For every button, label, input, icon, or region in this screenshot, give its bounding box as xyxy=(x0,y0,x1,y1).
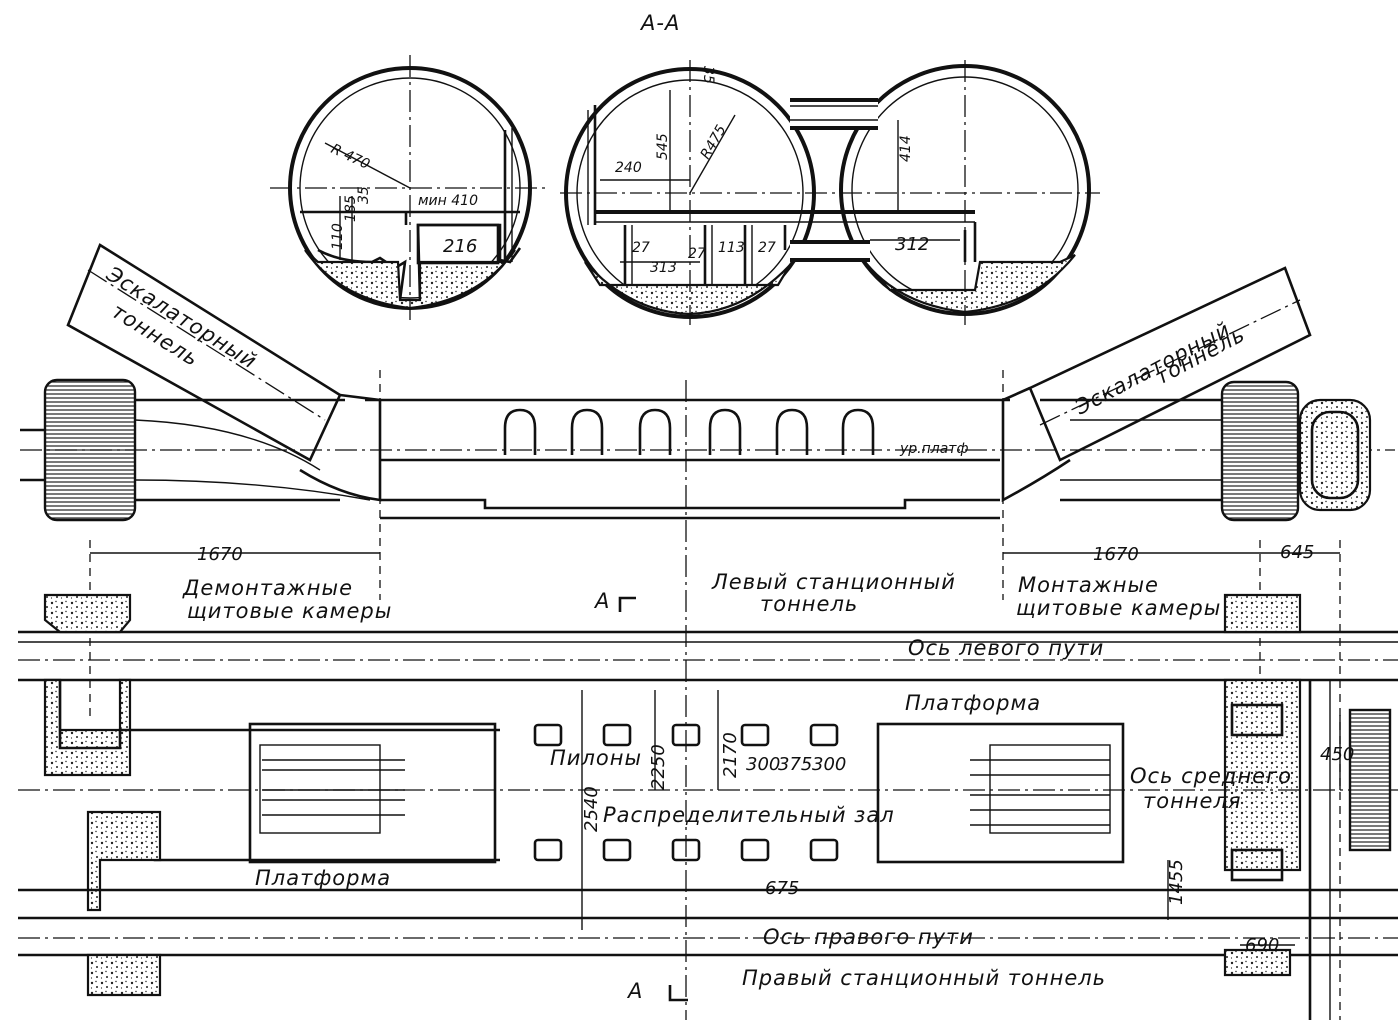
dim-375: 375 xyxy=(778,754,812,775)
platform-bottom: Платформа xyxy=(255,866,391,890)
left-tunnel-1: Левый станционный xyxy=(711,570,956,594)
section-title: А-А xyxy=(639,11,680,35)
dim-35b: 35 xyxy=(700,66,716,84)
dim-300a: 300 xyxy=(746,754,780,775)
pylons-label: Пилоны xyxy=(550,746,642,770)
dim-27b: 27 xyxy=(688,246,706,262)
section-marker-top: А xyxy=(593,589,610,613)
dim-27a: 27 xyxy=(632,240,650,256)
dim-113: 113 xyxy=(718,240,745,256)
plan-view: Левый станционный тоннель Демонтажные щи… xyxy=(18,570,1398,1020)
left-tunnel-2: тоннель xyxy=(760,592,858,616)
dim-27c: 27 xyxy=(758,240,776,256)
middle-axis-2: тоннеля xyxy=(1143,789,1242,813)
dim-min: мин 410 xyxy=(418,193,478,209)
arch-openings xyxy=(503,408,875,455)
dim-690: 690 xyxy=(1245,935,1279,956)
dim-2250: 2250 xyxy=(648,744,669,790)
dim-675: 675 xyxy=(765,878,799,899)
right-track-axis: Ось правого пути xyxy=(763,925,974,949)
center-tunnel-section xyxy=(560,60,1100,325)
pylons xyxy=(533,723,839,862)
dim-2540: 2540 xyxy=(581,786,602,832)
dismantling-2: щитовые камеры xyxy=(187,599,392,623)
dim-216: 216 xyxy=(443,236,477,257)
dim-1670-right: 1670 xyxy=(1093,544,1139,565)
dim-312: 312 xyxy=(895,234,929,255)
dim-645: 645 xyxy=(1280,542,1314,563)
dim-r-left: R 470 xyxy=(328,141,372,173)
dim-1455: 1455 xyxy=(1166,859,1187,905)
dim-r-center: R475 xyxy=(698,122,730,162)
dim-545: 545 xyxy=(655,133,671,160)
section-a-a: А-А R 470 110 185 35 мин 410 216 35 545 … xyxy=(270,11,1100,325)
dim-2170: 2170 xyxy=(720,732,741,778)
right-tunnel: Правый станционный тоннель xyxy=(742,966,1106,990)
distribution-hall: Распределительный зал xyxy=(603,803,895,827)
platform-top: Платформа xyxy=(905,691,1041,715)
dim-450: 450 xyxy=(1320,744,1354,765)
dim-240: 240 xyxy=(615,160,642,176)
mounting-1: Монтажные xyxy=(1018,573,1159,597)
section-marker-bottom: А xyxy=(626,979,643,1003)
dim-110: 110 xyxy=(330,223,346,250)
left-track-axis: Ось левого пути xyxy=(908,636,1104,660)
dim-414: 414 xyxy=(898,135,914,162)
dim-313: 313 xyxy=(650,260,677,276)
middle-axis-1: Ось среднего xyxy=(1130,764,1292,788)
dismantling-1: Демонтажные xyxy=(182,576,353,600)
dim-1670-left: 1670 xyxy=(197,544,243,565)
platform-level: ур.платф xyxy=(899,441,968,457)
left-tunnel-section xyxy=(270,55,545,320)
dim-300b: 300 xyxy=(812,754,846,775)
mounting-2: щитовые камеры xyxy=(1016,596,1221,620)
dim-185: 185 xyxy=(343,195,359,222)
dim-35: 35 xyxy=(356,186,372,204)
